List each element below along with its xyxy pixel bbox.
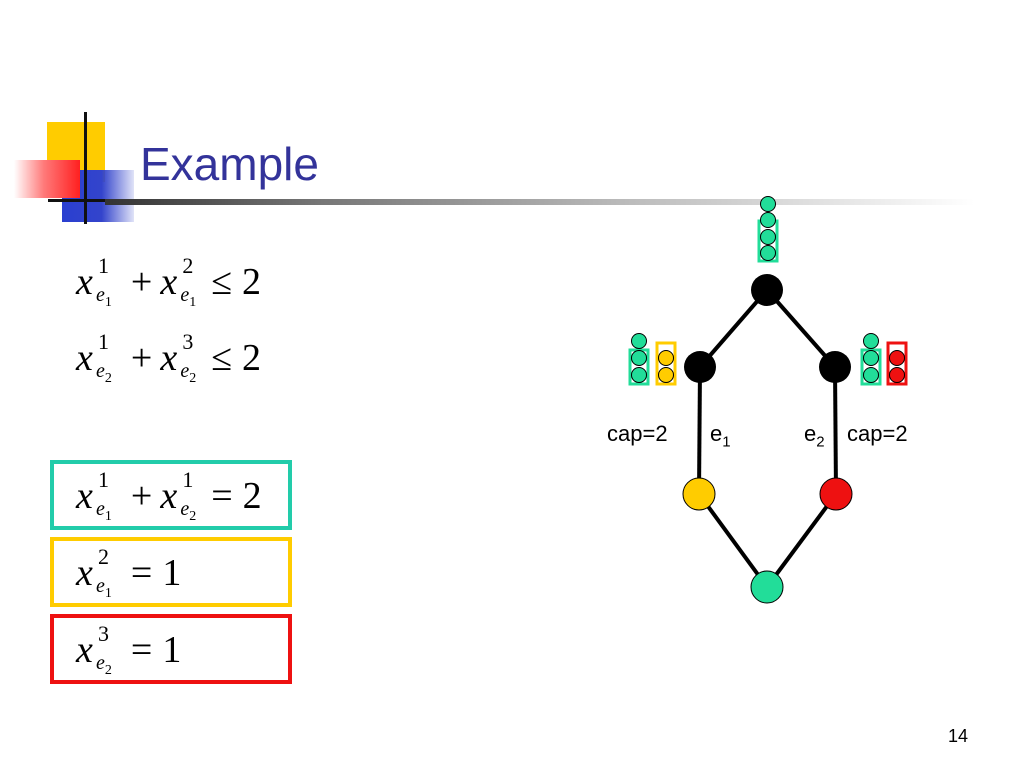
right-capacity-label: cap=2 <box>847 421 908 446</box>
token-stack-left-green <box>628 333 650 386</box>
edge-e2-label: e2 <box>804 421 825 451</box>
left-capacity-label: cap=2 <box>607 421 668 446</box>
edge-e2 <box>833 366 838 495</box>
edge-bottom-left <box>697 492 769 589</box>
page-number: 14 <box>948 726 969 746</box>
token-stack-right-green <box>860 333 882 386</box>
solution-box-red <box>50 614 292 684</box>
node-left <box>684 351 716 383</box>
title-decoration-vline <box>84 112 87 224</box>
edge-e1-label: e1 <box>710 421 731 451</box>
token-stack-top <box>757 196 779 263</box>
node-right <box>819 351 851 383</box>
title-decoration-red <box>14 160 80 198</box>
node-source <box>751 274 783 306</box>
token-stack-left-yellow <box>655 341 677 386</box>
edge-top-right <box>765 288 837 369</box>
token-stack-right-red <box>886 341 908 386</box>
node-red <box>819 477 853 511</box>
edge-top-left <box>698 288 769 369</box>
title-underline <box>105 199 975 205</box>
edge-e1 <box>697 366 702 495</box>
node-sink <box>750 570 784 604</box>
solution-box-green <box>50 460 292 530</box>
slide-title: Example <box>140 138 319 190</box>
solution-box-yellow <box>50 537 292 607</box>
node-yellow <box>682 477 716 511</box>
title-decoration-hline <box>48 199 143 202</box>
edge-bottom-right <box>765 492 838 589</box>
